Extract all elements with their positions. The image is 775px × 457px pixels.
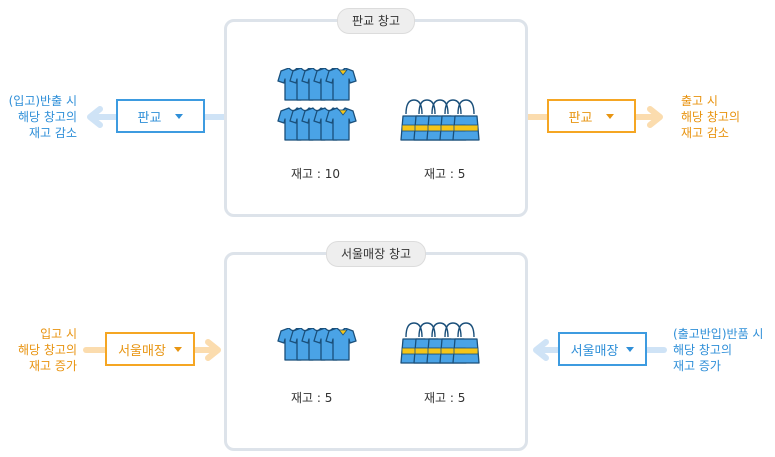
chevron-down-icon [175, 113, 184, 119]
stock-count-bags: 재고 : 5 [424, 167, 466, 181]
warehouse-select-seoul-in[interactable]: 서울매장 [105, 332, 195, 366]
warehouse-select-seoul-return[interactable]: 서울매장 [558, 332, 647, 366]
select-label: 서울매장 [118, 343, 166, 359]
warehouse-select-pangyo-out[interactable]: 판교 [547, 99, 636, 133]
stock-count-shirts: 재고 : 5 [291, 391, 333, 405]
note-pangyo-out: 출고 시 해당 창고의 재고 감소 [681, 94, 741, 140]
select-label: 판교 [568, 110, 593, 126]
warehouse-title: 판교 창고 [337, 8, 415, 34]
shirt-icon [277, 328, 357, 361]
chevron-down-icon [626, 346, 635, 352]
warehouse-title: 서울매장 창고 [325, 241, 427, 267]
stock-count-shirts: 재고 : 10 [291, 167, 341, 181]
select-label: 판교 [137, 110, 162, 126]
chevron-down-icon [173, 346, 182, 352]
note-seoul-in: 입고 시 해당 창고의 재고 증가 [17, 327, 77, 373]
note-pangyo-in: (입고)반출 시 해당 창고의 재고 감소 [8, 94, 77, 140]
warehouse-seoul: 서울매장 창고 [224, 241, 528, 451]
chevron-down-icon [606, 113, 615, 119]
warehouse-select-pangyo-in[interactable]: 판교 [116, 99, 205, 133]
bag-icon [400, 99, 480, 141]
select-label: 서울매장 [570, 343, 619, 359]
warehouse-pangyo: 판교 창고 [224, 8, 528, 217]
stock-count-bags: 재고 : 5 [424, 391, 466, 405]
note-seoul-return: (출고반입)반품 시 해당 창고의 재고 증가 [673, 327, 764, 373]
bag-icon [400, 322, 480, 364]
shirt-icon [277, 68, 357, 141]
